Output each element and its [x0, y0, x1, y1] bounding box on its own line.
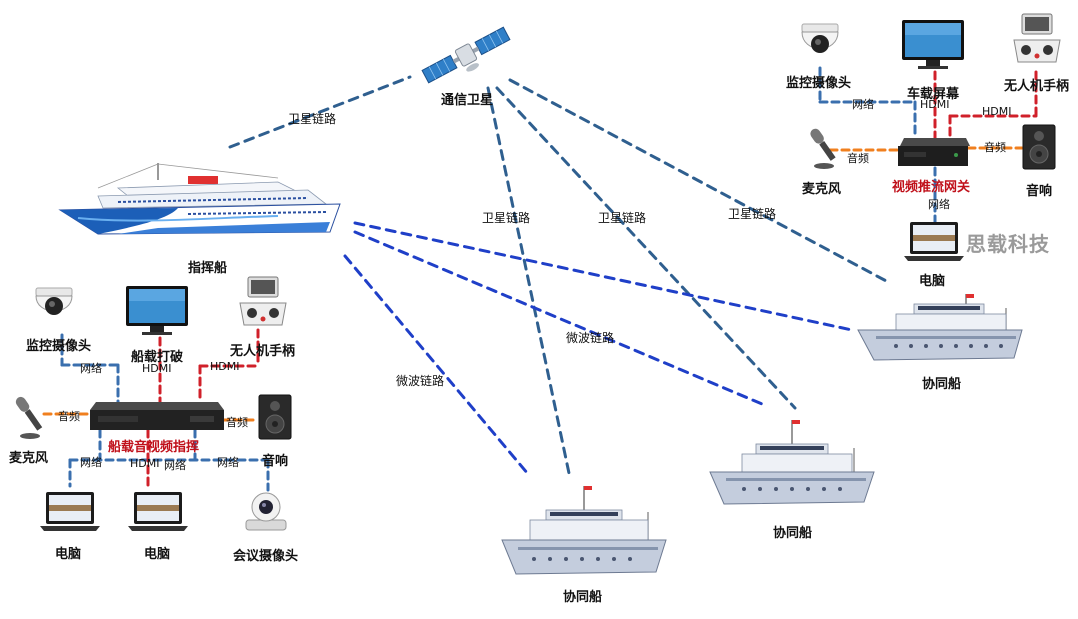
left-pc2-label: 电脑: [144, 547, 171, 562]
satellite-icon: [421, 26, 511, 84]
left-conf-camera-label: 会议摄像头: [233, 549, 299, 564]
coop-ship-2-icon: [709, 420, 875, 505]
right-hdmi-screen-label: HDMI: [920, 98, 950, 111]
command-ship-icon: [58, 163, 341, 235]
right-camera-icon: [801, 23, 839, 53]
left-camera-icon: [35, 287, 73, 315]
left-camera-label: 监控摄像头: [26, 339, 92, 354]
left-audio-mic-label: 音频: [58, 410, 80, 423]
sat-link-coop2: [495, 86, 797, 410]
left-mic-label: 麦克风: [9, 451, 49, 466]
right-pc-icon: [904, 222, 964, 261]
coop-ship-1-label: 协同船: [563, 590, 603, 605]
left-pc1-icon: [40, 492, 100, 531]
mw-link-label-2: 微波链路: [396, 374, 445, 388]
right-joystick-icon: [1013, 13, 1061, 63]
left-joystick-icon: [239, 276, 287, 326]
left-command-device-label: 船载音视频指挥: [108, 440, 200, 455]
right-screen-icon: [902, 20, 964, 69]
right-hdmi-joystick-label: HDMI: [982, 105, 1012, 118]
brand-watermark: 思载科技: [966, 232, 1050, 256]
right-screen-label: 车载屏幕: [907, 87, 960, 102]
left-net-pc1-label: 网络: [80, 456, 102, 469]
sat-link-label-coop2: 卫星链路: [598, 211, 647, 225]
left-mic-icon: [15, 396, 43, 439]
left-screen-icon: [126, 286, 188, 335]
sat-link-label-coop1: 卫星链路: [482, 211, 531, 225]
mw-link-coop2: [353, 230, 764, 406]
sat-link-coop1: [486, 86, 572, 480]
right-speaker-icon: [1022, 124, 1056, 170]
sat-link-coop3: [508, 78, 892, 285]
coop-ship-1-icon: [501, 486, 667, 575]
right-gateway-icon: [898, 138, 970, 166]
left-joystick-label: 无人机手柄: [230, 344, 296, 359]
left-screen-label: 船载打破: [131, 350, 184, 365]
left-audio-speaker-label: 音频: [226, 416, 248, 429]
left-conf-camera-icon: [245, 492, 287, 531]
coop-ship-3-icon: [857, 294, 1023, 361]
right-joystick-label: 无人机手柄: [1004, 79, 1070, 94]
left-net-pc2-label: 网络: [164, 459, 186, 472]
right-audio-mic-label: 音频: [847, 152, 869, 165]
sat-link-label-command: 卫星链路: [288, 112, 337, 126]
command-ship-label: 指挥船: [188, 261, 228, 276]
left-hdmi-screen-label: HDMI: [142, 362, 172, 375]
satellite-label: 通信卫星: [441, 93, 494, 108]
sat-link-label-coop3: 卫星链路: [728, 207, 777, 221]
mw-link-coop3: [353, 221, 854, 332]
coop-ship-3-label: 协同船: [922, 377, 962, 392]
right-pc-label: 电脑: [919, 274, 946, 289]
left-net-camera-label: 网络: [80, 362, 102, 375]
right-audio-speaker-label: 音频: [984, 141, 1006, 154]
coop-ship-2-label: 协同船: [773, 526, 813, 541]
left-hdmi-pc2-label: HDMI: [130, 457, 160, 470]
right-mic-label: 麦克风: [802, 182, 842, 197]
left-command-device-icon: [90, 402, 224, 430]
left-speaker-label: 音响: [262, 454, 289, 469]
right-net-pc-label: 网络: [928, 198, 950, 211]
left-speaker-icon: [258, 394, 292, 440]
mw-link-label-1: 微波链路: [566, 331, 615, 345]
right-speaker-label: 音响: [1026, 184, 1053, 199]
right-gateway-label: 视频推流网关: [892, 180, 971, 195]
left-hdmi-joystick-label: HDMI: [210, 360, 240, 373]
sat-link-command: [228, 75, 412, 149]
left-pc2-icon: [128, 492, 188, 531]
mw-link-coop1: [343, 254, 530, 476]
right-net-camera-label: 网络: [852, 98, 874, 111]
left-pc1-label: 电脑: [55, 547, 82, 562]
right-mic-icon: [810, 128, 836, 169]
left-net-conf-label: 网络: [217, 456, 239, 469]
right-camera-label: 监控摄像头: [786, 76, 852, 91]
